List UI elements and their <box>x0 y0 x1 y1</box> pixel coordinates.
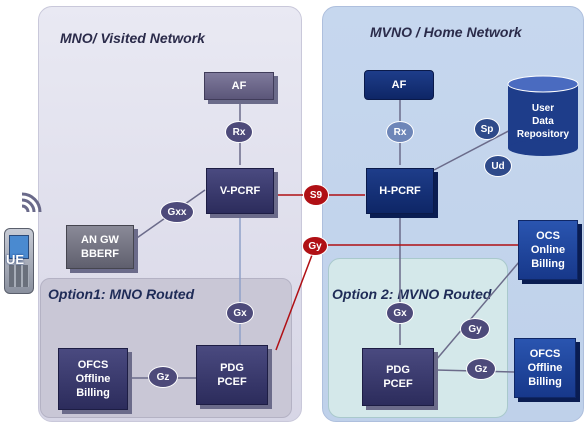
ofcs-visited-box[interactable]: OFCS Offline Billing <box>58 348 128 410</box>
ud-interface[interactable]: Ud <box>484 155 512 177</box>
visited-network-title: MNO/ Visited Network <box>60 30 205 46</box>
phone-screen <box>9 235 29 259</box>
pdg-pcef-home-box[interactable]: PDG PCEF <box>362 348 434 406</box>
home-network-title: MVNO / Home Network <box>370 24 522 40</box>
user-data-repository-label[interactable]: User Data Repository <box>516 102 570 140</box>
h-pcrf-box[interactable]: H-PCRF <box>366 168 434 214</box>
gx-visited-interface[interactable]: Gx <box>226 302 254 324</box>
s9-interface[interactable]: S9 <box>303 184 329 206</box>
af-home-box[interactable]: AF <box>364 70 434 100</box>
rx-visited-interface[interactable]: Rx <box>225 121 253 143</box>
ocs-online-billing-box[interactable]: OCS Online Billing <box>518 220 578 280</box>
mobile-phone-icon <box>4 228 34 294</box>
gy-home-interface[interactable]: Gy <box>460 318 490 340</box>
line-hpcrf-repository <box>433 124 521 171</box>
gz-home-interface[interactable]: Gz <box>466 358 496 380</box>
phone-keypad <box>9 265 29 287</box>
v-pcrf-box[interactable]: V-PCRF <box>206 168 274 214</box>
line-pdghome-ocs <box>435 254 526 361</box>
gz-visited-interface[interactable]: Gz <box>148 366 178 388</box>
wireless-signal-icon <box>21 192 42 213</box>
option2-title: Option 2: MVNO Routed <box>332 286 492 302</box>
ofcs-home-box[interactable]: OFCS Offline Billing <box>514 338 576 398</box>
gxx-interface[interactable]: Gxx <box>160 201 194 223</box>
gy-red-interface[interactable]: Gy <box>302 236 328 256</box>
sp-interface[interactable]: Sp <box>474 118 500 140</box>
an-gw-bberf-box[interactable]: AN GW BBERF <box>66 225 134 269</box>
rx-home-interface[interactable]: Rx <box>386 121 414 143</box>
pdg-pcef-visited-box[interactable]: PDG PCEF <box>196 345 268 405</box>
option1-title: Option1: MNO Routed <box>48 286 195 302</box>
af-visited-box[interactable]: AF <box>204 72 274 100</box>
database-cylinder-icon <box>507 75 579 156</box>
ue-label: UE <box>6 252 25 267</box>
gx-home-interface[interactable]: Gx <box>386 302 414 324</box>
